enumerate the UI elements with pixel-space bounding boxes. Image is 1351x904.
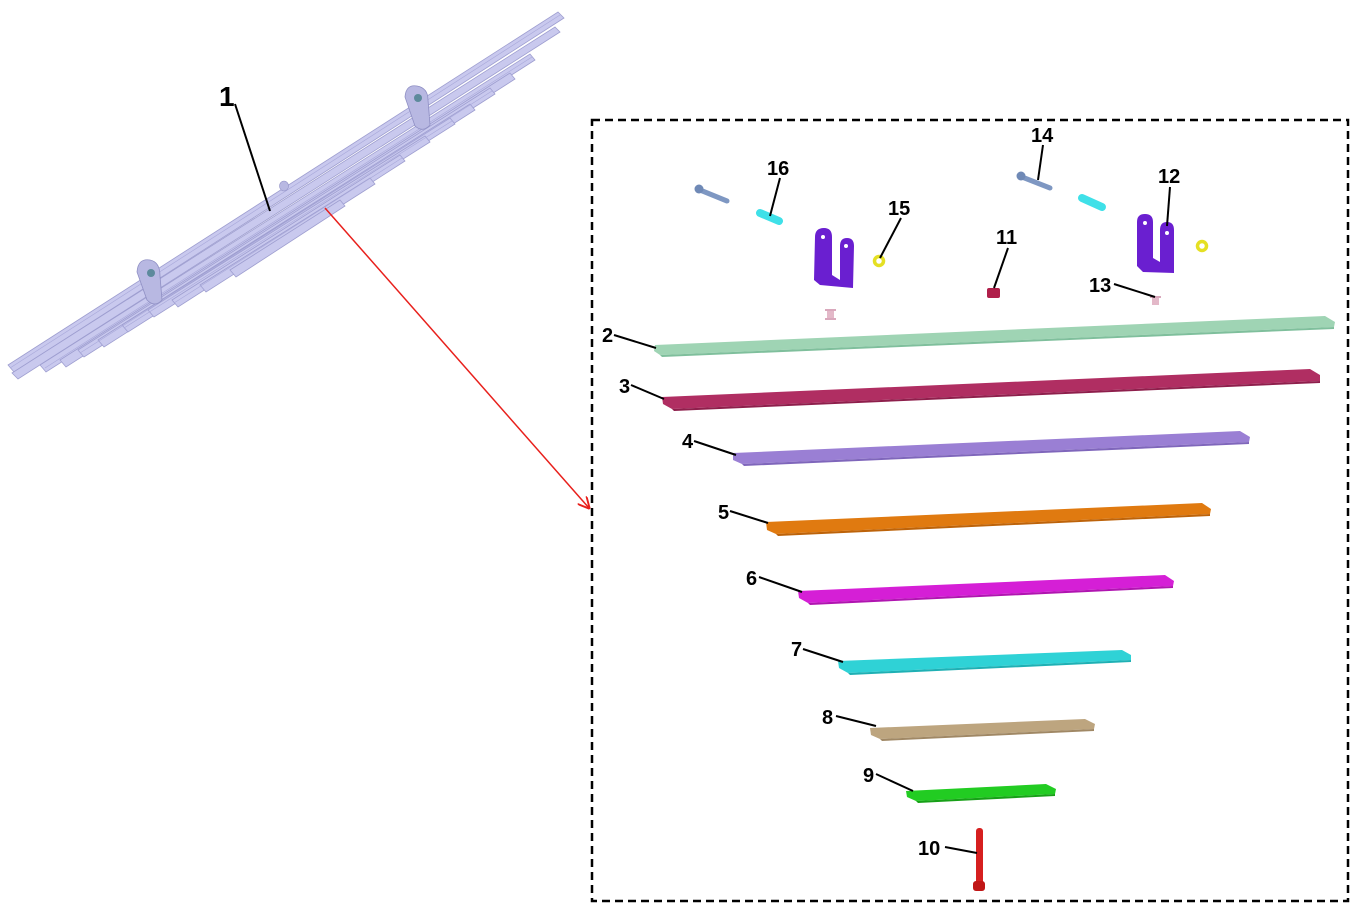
label-16: 16	[767, 158, 789, 180]
label-4: 4	[682, 431, 694, 453]
label-11: 11	[996, 227, 1017, 249]
assembly-center-bolt-head	[279, 180, 289, 192]
detail-arrow	[324, 207, 589, 508]
right-hardware-group	[987, 171, 1209, 305]
part-11-nut	[987, 288, 1000, 298]
label-3: 3	[619, 376, 630, 398]
part-3-leaf	[662, 369, 1320, 411]
part-10-center-bolt	[973, 828, 985, 891]
exploded-view-frame	[590, 118, 1350, 903]
part-8-leaf	[870, 719, 1095, 741]
right-bushing	[1078, 194, 1106, 211]
label-15: 15	[888, 198, 910, 220]
left-hardware-group	[694, 184, 886, 320]
label-8: 8	[822, 707, 833, 729]
label-2: 2	[602, 325, 613, 347]
label-14: 14	[1031, 125, 1054, 147]
label-10: 10	[918, 838, 940, 860]
part-14-bolt	[1016, 171, 1053, 191]
assembly-right-clamp	[404, 85, 431, 130]
callout-labels: 2 3 4 5 6 7 8 9 10 11 12 13 14 15 16	[602, 125, 1180, 860]
callout-1: 1	[219, 81, 271, 212]
part-13-rivet	[1150, 296, 1161, 305]
part-2-leaf	[654, 316, 1335, 357]
left-bolt	[694, 184, 730, 204]
part-5-leaf	[766, 503, 1211, 536]
part-16-bushing	[756, 209, 783, 225]
assembly-left-clamp	[136, 259, 163, 305]
label-12: 12	[1158, 166, 1180, 188]
label-9: 9	[863, 765, 874, 787]
part-4-leaf	[733, 431, 1250, 466]
part-15-washer	[872, 254, 886, 268]
assembled-leaf-spring	[7, 11, 565, 380]
left-rivet	[825, 309, 836, 320]
label-5: 5	[718, 502, 729, 524]
label-6: 6	[746, 568, 757, 590]
part-6-leaf	[798, 575, 1174, 605]
leader-lines	[613, 144, 1171, 854]
part-9-leaf	[906, 784, 1056, 803]
right-washer	[1195, 239, 1209, 253]
label-7: 7	[791, 639, 802, 661]
label-13: 13	[1089, 275, 1111, 297]
label-1: 1	[219, 81, 235, 112]
left-clamp-bracket	[814, 228, 854, 288]
part-7-leaf	[838, 650, 1131, 675]
part-12-clamp-bracket	[1137, 214, 1174, 273]
